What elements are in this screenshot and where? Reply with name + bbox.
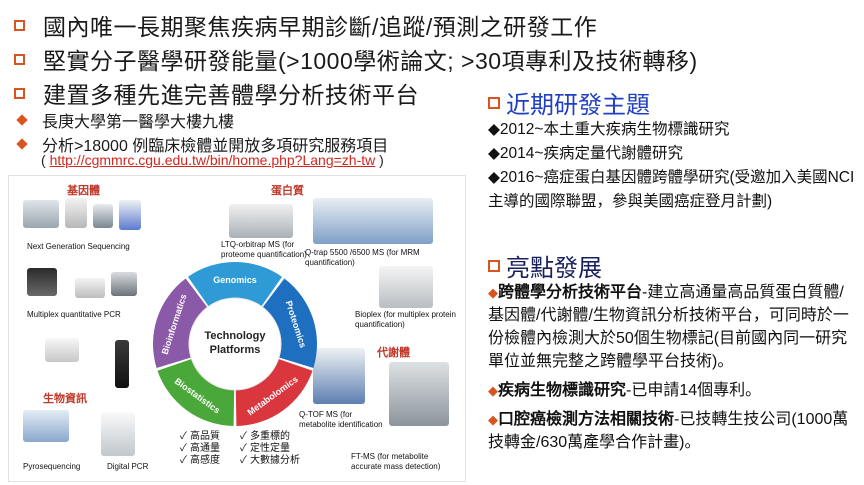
square-bullet-icon <box>14 53 25 65</box>
sub-bullet-text: 分析>18000 例臨床檢體並開放多項研究服務項目 <box>42 138 389 155</box>
highlights-section-title: 亮點發展 <box>488 248 602 283</box>
pcr-device-image <box>75 278 105 298</box>
label-dpcr: Digital PCR <box>107 462 149 471</box>
highlights-list: ◆跨體學分析技術平台-建立高通量高品質蛋白質體/基因體/代謝體/生物資訊分析技術… <box>488 281 858 454</box>
ring-segment-genomics <box>187 262 283 307</box>
recent-list: ◆2012~本土重大疾病生物標識研究 ◆2014~疾病定量代謝體研究 ◆2016… <box>488 118 858 214</box>
dpcr-device-image <box>101 412 135 456</box>
legend-item: ✓ 高品質 <box>180 431 221 442</box>
pyro-device-image <box>23 410 69 442</box>
technology-platforms-figure: 基因體 蛋白質 代謝體 生物資訊 Next Generation Sequenc… <box>8 175 466 482</box>
label-qtof: Q-TOF MS (for metabolite identification <box>299 410 383 429</box>
paren-close: ) <box>375 152 384 168</box>
bullet-3: 建置多種先進完善體學分析技術平台 <box>14 76 419 110</box>
bullet-text: 建置多種先進完善體學分析技術平台 <box>43 82 419 108</box>
ring-segment-proteomics <box>262 278 317 368</box>
center-label-line-1: Technology <box>205 330 267 342</box>
label-bioplex: Bioplex (for multiplex protein quantific… <box>355 310 456 329</box>
label-pcr: Multiplex quantitative PCR <box>27 310 121 319</box>
qtrap-device-image <box>313 198 433 244</box>
legend-item: ✓ 高通量 <box>180 443 221 454</box>
ngs-device-image <box>23 200 59 228</box>
label-ngs: Next Generation Sequencing <box>27 242 130 251</box>
header-genome: 基因體 <box>67 184 100 197</box>
highlights-title-text: 亮點發展 <box>506 255 602 282</box>
highlight-body: -建立高通量高品質蛋白質體/基因體/代謝體/生物資訊分析技術平台，可同時於一份檢… <box>488 284 849 370</box>
ring-label-genomics: Genomics <box>213 275 257 285</box>
highlight-body: -已申請14個專利。 <box>626 382 762 399</box>
ftms-device-image <box>389 362 449 426</box>
bioplex-device-image <box>379 266 433 308</box>
ring-segment-biostatistics <box>157 358 235 426</box>
website-link[interactable]: http://cgmmrc.cgu.edu.tw/bin/home.php?La… <box>49 152 376 168</box>
square-bullet-icon <box>488 96 500 109</box>
header-bioinfo: 生物資訊 <box>43 392 87 405</box>
ngs-device-image <box>65 198 87 228</box>
pcr-device-image <box>111 272 137 296</box>
url-line: ( http://cgmmrc.cgu.edu.tw/bin/home.php?… <box>41 152 384 168</box>
legend-item: ✓ 高感度 <box>180 455 221 466</box>
qtof-device-image <box>313 348 365 404</box>
recent-title-text: 近期研發主題 <box>506 92 650 119</box>
highlight-item: ◆口腔癌檢測方法相關技術-已技轉生技公司(1000萬技轉金/630萬產學合作計畫… <box>488 411 849 451</box>
recent-section-title: 近期研發主題 <box>488 85 650 120</box>
ring-center <box>188 297 282 391</box>
bullet-text: 國內唯一長期聚焦疾病早期診斷/追蹤/預測之研發工作 <box>43 14 598 40</box>
legend-item: ✓ 大數據分析 <box>240 455 301 466</box>
square-bullet-icon <box>14 19 25 31</box>
label-ftms: FT-MS (for metabolite accurate mass dete… <box>351 452 441 471</box>
recent-item: ◆2012~本土重大疾病生物標識研究 <box>488 121 730 138</box>
center-label-line-2: Platforms <box>210 344 261 356</box>
ngs-device-image <box>93 204 113 228</box>
header-metabolite: 代謝體 <box>377 346 410 359</box>
server-image <box>115 340 129 388</box>
highlight-head: 口腔癌檢測方法相關技術 <box>498 411 675 428</box>
ring-segment-bioinformatics <box>152 278 208 368</box>
square-bullet-icon <box>14 87 25 99</box>
pcr-device-image <box>27 268 57 296</box>
sub-bullet-1: 長庚大學第一醫學大樓九樓 <box>16 108 234 132</box>
label-qtrap: Q-trap 5500 /6500 MS (for MRM quantifica… <box>305 248 420 267</box>
ring-segment-metabolomics <box>235 358 313 426</box>
paren-open: ( <box>41 152 50 168</box>
square-bullet-icon <box>488 259 500 272</box>
recent-item: ◆2014~疾病定量代謝體研究 <box>488 145 683 162</box>
platform-ring: GenomicsProteomicsMetabolomicsBiostatist… <box>152 262 317 426</box>
diamond-bullet-icon <box>16 138 28 150</box>
diamond-bullet-icon <box>16 114 28 126</box>
highlight-head: 疾病生物標識研究 <box>498 382 627 399</box>
highlight-item: ◆跨體學分析技術平台-建立高通量高品質蛋白質體/基因體/代謝體/生物資訊分析技術… <box>488 284 849 370</box>
bullet-1: 國內唯一長期聚焦疾病早期診斷/追蹤/預測之研發工作 <box>14 8 597 42</box>
sub-bullet-text: 長庚大學第一醫學大樓九樓 <box>42 114 235 131</box>
bullet-2: 堅實分子醫學研發能量(>1000學術論文; >30項專利及技術轉移) <box>14 42 698 76</box>
feature-legend: ✓ 高品質 ✓ 多重標的 ✓ 高通量 ✓ 定性定量 ✓ 高感度 ✓ 大數據分析 <box>180 431 318 467</box>
label-pyro: Pyrosequencing <box>23 462 81 471</box>
highlight-head: 跨體學分析技術平台 <box>498 284 643 301</box>
highlight-item: ◆疾病生物標識研究-已申請14個專利。 <box>488 382 762 399</box>
header-protein: 蛋白質 <box>271 184 304 197</box>
recent-item: ◆2016~癌症蛋白基因體跨體學研究(受邀加入美國NCI主導的國際聯盟，參與美國… <box>488 169 855 210</box>
bullet-text: 堅實分子醫學研發能量(>1000學術論文; >30項專利及技術轉移) <box>43 48 698 74</box>
bioinfo-image <box>45 338 79 362</box>
legend-item: ✓ 多重標的 <box>240 431 291 442</box>
highlight-body: -已技轉生技公司(1000萬技轉金/630萬產學合作計畫)。 <box>488 411 849 451</box>
label-ltq: LTQ-orbitrap MS (for proteome quantifica… <box>221 240 307 259</box>
legend-item: ✓ 定性定量 <box>240 443 291 454</box>
sub-bullet-2: 分析>18000 例臨床檢體並開放多項研究服務項目 <box>16 132 388 156</box>
ltq-device-image <box>229 204 293 238</box>
ngs-device-image <box>119 200 141 230</box>
